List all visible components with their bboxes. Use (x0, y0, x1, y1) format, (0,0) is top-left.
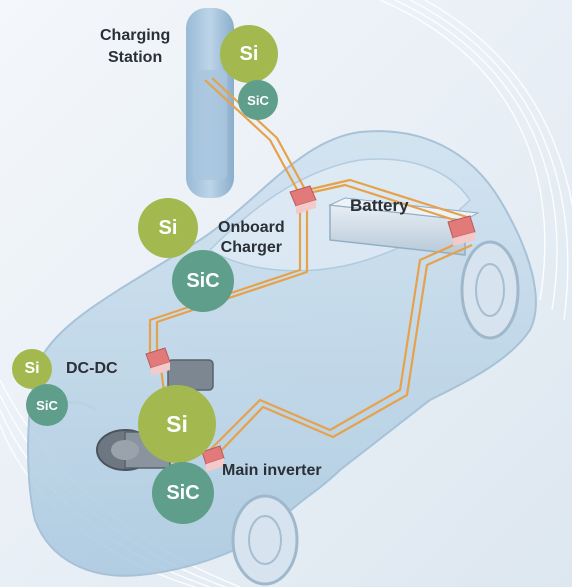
main-inverter-sic-badge: SiC (152, 462, 214, 524)
dcdc-si-badge: Si (12, 349, 52, 389)
power-wiring (148, 77, 473, 456)
charging-station-label: Charging Station (100, 27, 171, 66)
main-inverter-si-badge: Si (138, 385, 216, 463)
battery-pack (328, 197, 480, 256)
dcdc-sic-badge: SiC (26, 384, 68, 426)
dcdc-label: DC-DC (66, 360, 118, 377)
onboard-charger-module (289, 185, 317, 214)
dcdc-module (145, 347, 171, 376)
onboard-charger-label: Onboard Charger (218, 219, 285, 256)
onboard-charger-si-badge: Si (138, 198, 198, 258)
inverter-module (201, 445, 225, 472)
power-modules (145, 185, 476, 472)
onboard-charger-sic-badge: SiC (172, 250, 234, 312)
charging-station-sic-badge: SiC (238, 80, 278, 120)
battery-label: Battery (350, 196, 409, 215)
charging-station-si-badge: Si (220, 25, 278, 83)
main-inverter-label: Main inverter (222, 462, 322, 479)
battery-module (447, 215, 476, 246)
